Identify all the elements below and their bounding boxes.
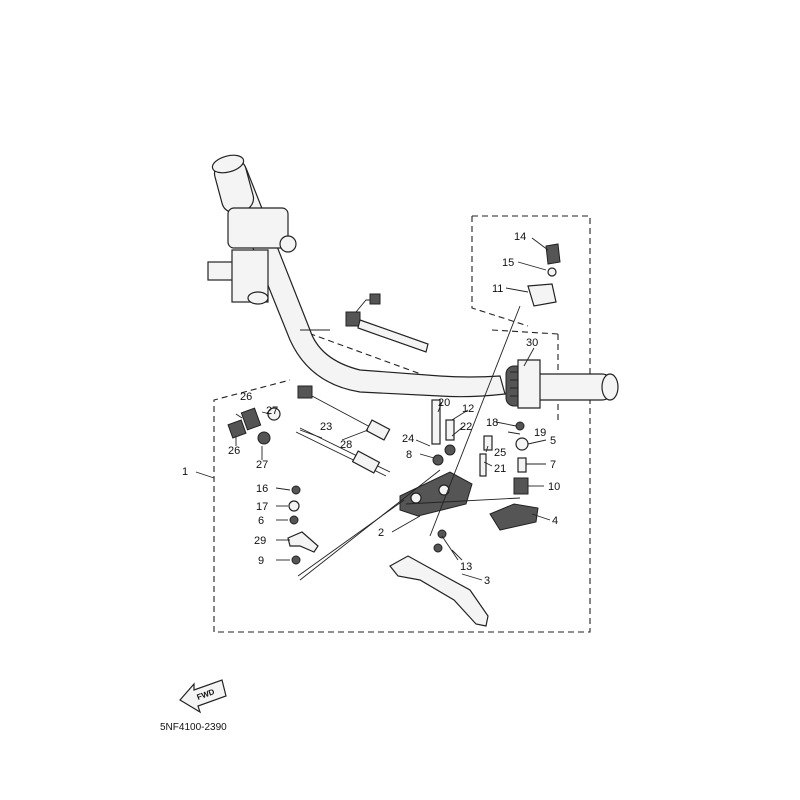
callout-26-bottom: 26 xyxy=(228,445,240,457)
callout-7: 7 xyxy=(550,459,556,471)
callout-21: 21 xyxy=(494,463,506,475)
part-30-switch xyxy=(505,359,541,409)
callout-27-top: 27 xyxy=(266,405,278,417)
leader-lines xyxy=(195,237,551,581)
callout-27-bottom: 27 xyxy=(256,459,268,471)
callout-10: 10 xyxy=(548,481,560,493)
part-28-cable xyxy=(297,385,391,441)
callout-17: 17 xyxy=(256,501,268,513)
callout-13: 13 xyxy=(460,561,472,573)
callout-29: 29 xyxy=(254,535,266,547)
small-hardware xyxy=(287,243,561,565)
part-26-27-adjusters xyxy=(227,407,281,445)
left-bracket xyxy=(207,207,297,305)
callout-5: 5 xyxy=(550,435,556,447)
callout-8: 8 xyxy=(406,449,412,461)
callout-23: 23 xyxy=(320,421,332,433)
part-2-clamp xyxy=(399,471,473,517)
left-grip xyxy=(211,154,255,214)
callout-12: 12 xyxy=(462,403,474,415)
diagram-code: 5NF4100-2390 xyxy=(160,722,227,733)
callout-3: 3 xyxy=(484,575,490,587)
callout-15: 15 xyxy=(502,257,514,269)
fwd-arrow-icon: FWD xyxy=(179,679,227,714)
callout-19: 19 xyxy=(534,427,546,439)
callout-20: 20 xyxy=(438,397,450,409)
callout-14: 14 xyxy=(514,231,526,243)
callout-16: 16 xyxy=(256,483,268,495)
callout-26-top: 26 xyxy=(240,391,252,403)
part-4-bracket xyxy=(489,503,539,531)
callout-1: 1 xyxy=(182,466,188,478)
callout-4: 4 xyxy=(552,515,558,527)
callout-6: 6 xyxy=(258,515,264,527)
callout-22: 22 xyxy=(460,421,472,433)
callout-9: 9 xyxy=(258,555,264,567)
part-3-lever xyxy=(389,555,489,627)
handlebar xyxy=(207,154,619,401)
callout-28: 28 xyxy=(340,439,352,451)
callout-24: 24 xyxy=(402,433,414,445)
callout-30: 30 xyxy=(526,337,538,349)
callout-25: 25 xyxy=(494,447,506,459)
callout-18: 18 xyxy=(486,417,498,429)
right-grip xyxy=(529,373,619,401)
callout-2: 2 xyxy=(378,527,384,539)
callout-11: 11 xyxy=(492,283,503,295)
callout-labels: 1 2 3 4 5 6 7 8 9 10 11 12 13 14 15 16 1… xyxy=(182,231,560,587)
connector-wire xyxy=(345,293,429,353)
